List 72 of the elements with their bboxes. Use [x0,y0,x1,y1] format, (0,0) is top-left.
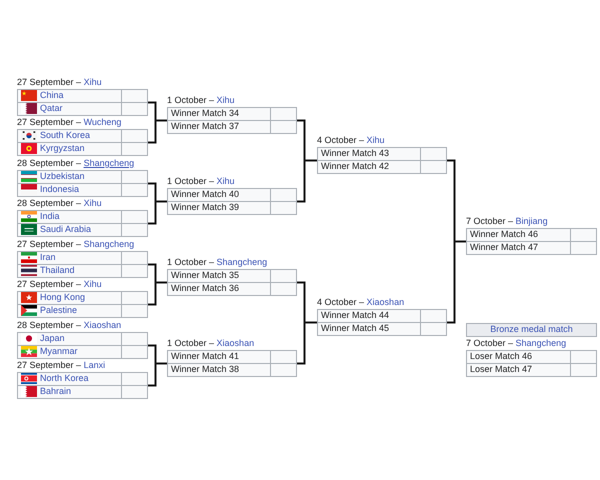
bracket-line [148,200,167,224]
team-entry: Winner Match 47 [466,242,571,255]
match-date: 4 October – [317,297,364,307]
team-link: Japan [40,333,65,344]
venue-link: Xiaoshan [216,338,254,348]
venue-link: Xihu [216,95,235,105]
venue-link: Shangcheng [516,338,566,348]
match-date: 4 October – [317,135,364,145]
team-link: Qatar [40,103,63,114]
team-link: Palestine [40,305,78,316]
team-link: Bahrain [40,386,72,398]
team-link: Saudi Arabia [40,224,92,236]
venue-link: Xihu [84,198,102,208]
bracket-line [447,240,466,324]
team-link: China [40,90,64,102]
match-date: 1 October – [167,257,214,267]
venue-link: Shangcheng [84,158,134,168]
bracket-line [297,322,317,364]
bracket-line [297,160,317,202]
match-date: 1 October – [167,95,214,105]
venue-link: Xihu [84,279,102,289]
venue-link: Lanxi [84,360,106,370]
team-entry: Winner Match 40 [167,188,271,202]
team-link: Thailand [40,265,75,276]
venue-link: Xihu [216,176,235,186]
match-date: 27 September – [17,279,82,289]
match-date: 27 September – [17,77,82,87]
match-date: 27 September – [17,117,82,127]
team-entry: Winner Match 42 [317,160,421,174]
team-link: Hong Kong [40,292,86,304]
team-entry: Winner Match 41 [167,350,271,364]
team-link: Myanmar [40,346,78,358]
venue-link: Xihu [366,135,385,145]
team-entry: Winner Match 43 [317,147,421,160]
match-date: 1 October – [167,176,214,186]
match-date: 1 October – [167,338,214,348]
team-entry: Loser Match 47 [466,364,571,377]
venue-link: Shangcheng [84,239,134,249]
team-link: South Korea [40,130,90,142]
team-link: North Korea [40,373,89,384]
venue-link: Xiaoshan [84,320,122,330]
venue-link: Xihu [84,77,102,87]
team-entry: Winner Match 37 [167,120,271,134]
team-link: Iran [40,252,56,264]
team-link: India [40,211,60,222]
team-link: Indonesia [40,184,80,196]
venue-link: Shangcheng [216,257,268,267]
bracket-line [148,282,167,306]
team-entry: Winner Match 46 [466,228,571,242]
match-date: 28 September – [17,198,82,208]
team-entry: Winner Match 45 [317,322,421,336]
match-date: 7 October – [466,216,514,226]
match-date: 27 September – [17,360,82,370]
team-entry: Winner Match 44 [317,309,421,322]
bracket-line [148,362,167,386]
section-banner: Bronze medal match [466,323,597,337]
team-entry: Loser Match 46 [466,350,571,364]
venue-link: Binjiang [516,216,548,226]
match-date: 28 September – [17,320,82,330]
team-entry: Winner Match 34 [167,107,271,120]
team-link: Uzbekistan [40,171,85,182]
bracket-line [148,120,167,144]
match-date: 27 September – [17,239,82,249]
team-entry: Winner Match 35 [167,269,271,282]
match-date: 7 October – [466,338,514,348]
team-link: Kyrgyzstan [40,143,85,154]
team-entry: Winner Match 36 [167,282,271,296]
venue-link: Xiaoshan [366,297,404,307]
team-entry: Winner Match 39 [167,202,271,215]
venue-link: Wucheng [84,117,122,127]
match-date: 28 September – [17,158,82,168]
team-entry: Winner Match 38 [167,364,271,377]
